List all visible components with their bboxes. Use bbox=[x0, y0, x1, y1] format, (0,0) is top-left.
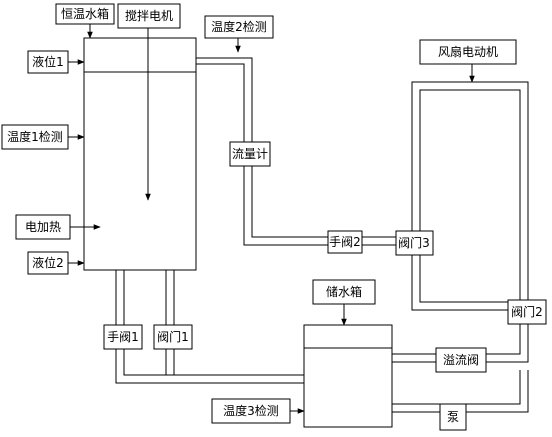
label-pump: 泵 bbox=[439, 403, 467, 431]
svg-text:阀门2: 阀门2 bbox=[511, 304, 543, 319]
svg-text:流量计: 流量计 bbox=[232, 147, 268, 161]
svg-text:电加热: 电加热 bbox=[25, 220, 61, 234]
label-temp1-detect: 温度1检测 bbox=[1, 124, 69, 150]
label-valve2: 阀门2 bbox=[507, 299, 547, 325]
fan-cooler-loop-outer bbox=[411, 81, 529, 311]
label-temp3-detect: 温度3检测 bbox=[211, 398, 291, 424]
svg-text:储水箱: 储水箱 bbox=[326, 284, 362, 299]
svg-text:液位2: 液位2 bbox=[32, 255, 64, 270]
label-flow-meter: 流量计 bbox=[229, 141, 271, 167]
svg-text:风扇电动机: 风扇电动机 bbox=[438, 44, 498, 59]
svg-text:温度1检测: 温度1检测 bbox=[7, 129, 63, 144]
label-fan-motor: 风扇电动机 bbox=[419, 39, 517, 65]
label-overflow-valve: 溢流阀 bbox=[435, 347, 487, 373]
label-level2: 液位2 bbox=[27, 251, 69, 275]
label-valve1: 阀门1 bbox=[153, 324, 193, 350]
label-storage-tank: 储水箱 bbox=[312, 279, 376, 305]
svg-text:液位1: 液位1 bbox=[32, 54, 64, 69]
label-stirring-motor: 搅拌电机 bbox=[117, 3, 181, 29]
svg-text:手阀1: 手阀1 bbox=[107, 330, 139, 344]
label-constant-temp-tank: 恒温水箱 bbox=[55, 3, 115, 25]
fan-cooler-loop-inner bbox=[419, 89, 521, 303]
label-manual-valve1: 手阀1 bbox=[103, 324, 143, 350]
svg-text:温度2检测: 温度2检测 bbox=[211, 19, 267, 34]
svg-text:溢流阀: 溢流阀 bbox=[443, 353, 479, 367]
constant-temp-tank bbox=[83, 37, 197, 271]
storage-tank bbox=[303, 324, 393, 428]
label-valve3: 阀门3 bbox=[395, 230, 434, 256]
svg-text:泵: 泵 bbox=[447, 410, 459, 424]
label-electric-heating: 电加热 bbox=[15, 214, 71, 240]
svg-text:温度3检测: 温度3检测 bbox=[223, 403, 279, 418]
svg-text:手阀2: 手阀2 bbox=[329, 235, 361, 249]
svg-text:恒温水箱: 恒温水箱 bbox=[61, 6, 109, 21]
label-level1: 液位1 bbox=[27, 50, 69, 74]
label-temp2-detect: 温度2检测 bbox=[204, 15, 274, 39]
svg-text:搅拌电机: 搅拌电机 bbox=[125, 8, 173, 23]
svg-text:阀门3: 阀门3 bbox=[398, 235, 430, 250]
svg-text:阀门1: 阀门1 bbox=[157, 329, 189, 344]
label-manual-valve2: 手阀2 bbox=[327, 230, 363, 254]
